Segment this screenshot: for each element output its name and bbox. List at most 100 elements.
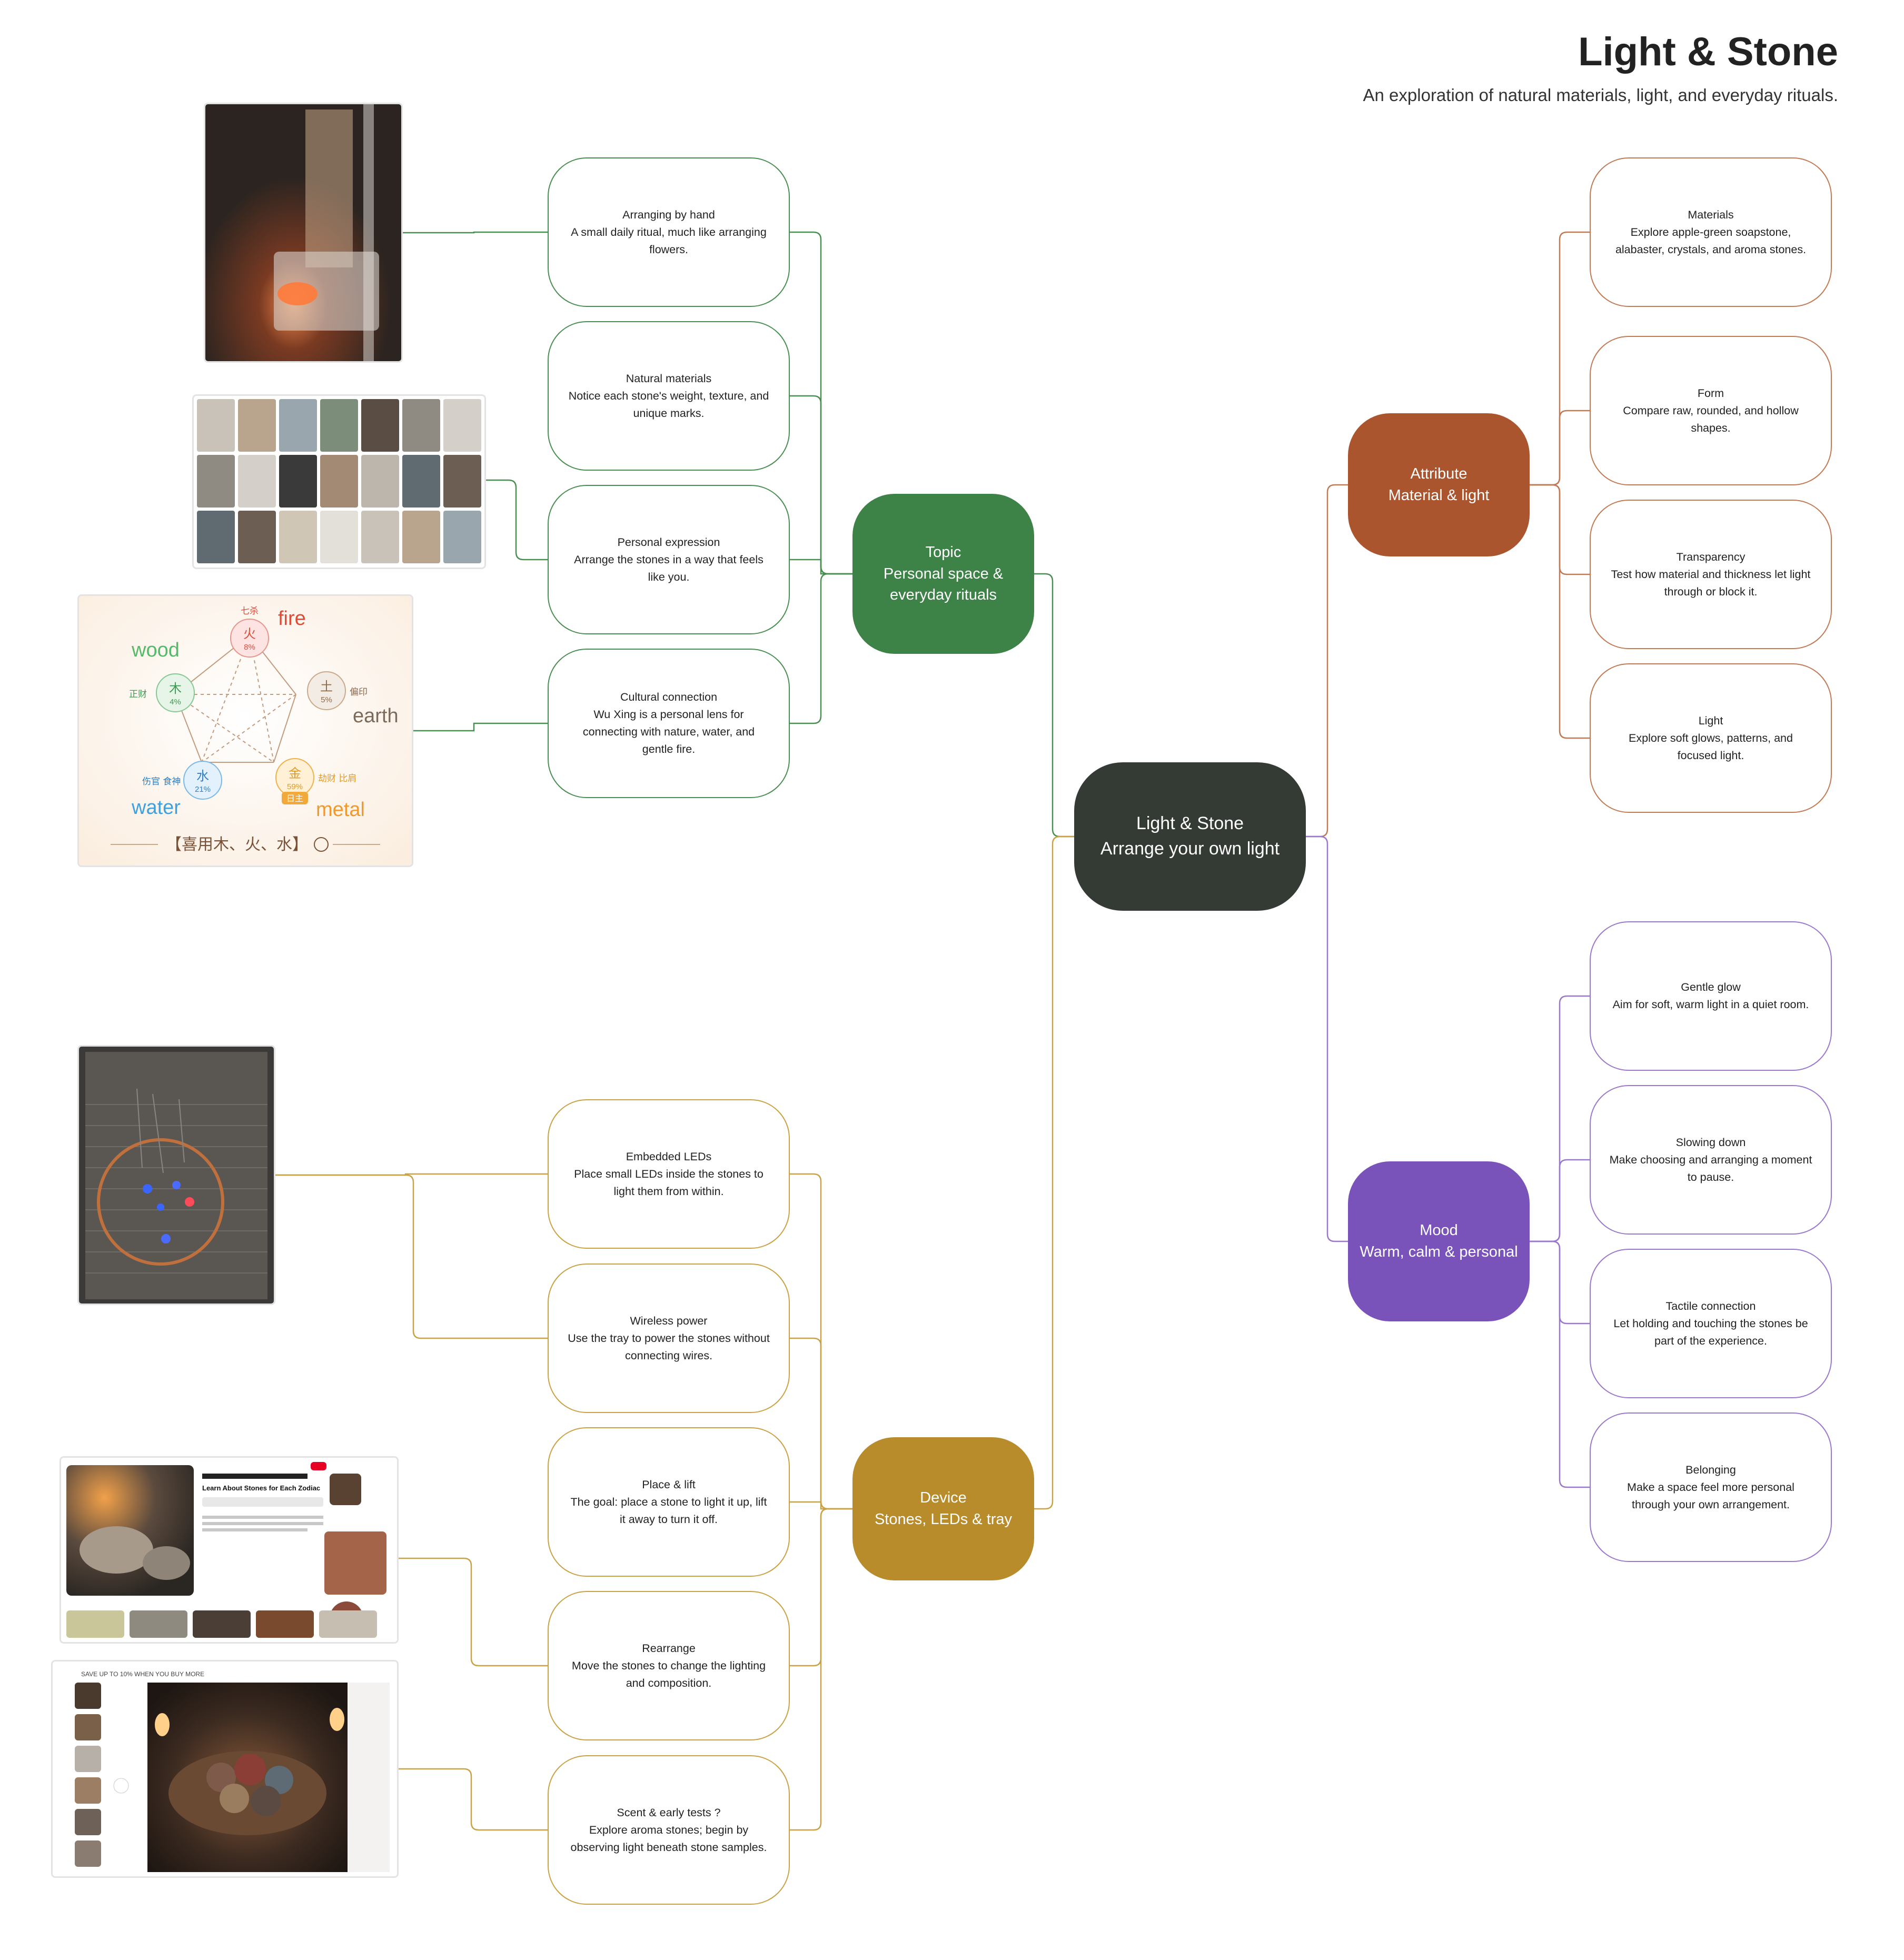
leaf-rearrange[interactable]: Rearrange Move the stones to change the …	[548, 1591, 790, 1740]
water-side: 伤官 食神	[142, 777, 181, 787]
collage-thumbnail	[197, 455, 235, 508]
leaf-personal-expression[interactable]: Personal expression Arrange the stones i…	[548, 485, 790, 634]
leaf-description: Explore aroma stones; begin by observing…	[570, 1823, 767, 1854]
leaf-title: Cultural connection	[620, 691, 718, 703]
stone-stacks-collage[interactable]	[192, 394, 486, 569]
leaf-title: Embedded LEDs	[626, 1150, 712, 1163]
leaf-cultural-connection[interactable]: Cultural connection Wu Xing is a persona…	[548, 649, 790, 798]
leaf-description: Use the tray to power the stones without…	[568, 1331, 770, 1362]
earth-zh: 土	[320, 679, 333, 694]
connector-attribute-leaf-1	[1530, 410, 1590, 486]
branch-device-title: Device	[920, 1489, 967, 1507]
fire-pct: 8%	[244, 643, 255, 652]
connector-topic-leaf-3	[790, 573, 852, 724]
element-wood: 木 4% 正财 wood	[129, 639, 195, 712]
leaf-description: Explore soft glows, patterns, and focuse…	[1629, 731, 1793, 762]
connector-topic-leaf-1	[790, 395, 852, 575]
leaf-title: Slowing down	[1675, 1136, 1746, 1149]
element-metal: 金 59% 日主 劫财 比肩 metal	[275, 758, 365, 821]
water-en: water	[131, 797, 181, 819]
leaf-gentle-glow[interactable]: Gentle glow Aim for soft, warm light in …	[1590, 921, 1832, 1071]
branch-attribute-title: Attribute	[1410, 465, 1467, 483]
collage-thumbnail	[238, 399, 276, 452]
wood-zh: 木	[169, 681, 182, 696]
branch-device-subtitle: Stones, LEDs & tray	[874, 1511, 1013, 1528]
leaf-title: Form	[1697, 386, 1724, 400]
leaf-embedded-leds[interactable]: Embedded LEDs Place small LEDs inside th…	[548, 1099, 790, 1249]
wu-xing-chart-image[interactable]: 火 8% 七杀 fire 土 5% 偏印 earth 金 59% 日主 劫财 比…	[77, 594, 413, 867]
earth-side: 偏印	[350, 687, 368, 698]
leaf-light[interactable]: Light Explore soft glows, patterns, and …	[1590, 663, 1832, 813]
collage-thumbnail	[443, 511, 481, 563]
metal-zh: 金	[289, 766, 301, 781]
leaf-description: Test how material and thickness let ligh…	[1611, 568, 1811, 598]
element-water: 水 21% 伤官 食神 water	[131, 761, 222, 819]
leaf-wireless-power[interactable]: Wireless power Use the tray to power the…	[548, 1263, 790, 1413]
central-node[interactable]: Light & Stone Arrange your own light	[1074, 762, 1306, 911]
connector-attribute-leaf-3	[1530, 484, 1590, 739]
leaf-slowing-down[interactable]: Slowing down Make choosing and arranging…	[1590, 1085, 1832, 1235]
connector-center-topic	[852, 573, 1074, 838]
leaf-title: Belonging	[1685, 1463, 1736, 1476]
leaf-title: Natural materials	[626, 372, 712, 385]
collage-thumbnail	[443, 399, 481, 452]
leaf-title: Tactile connection	[1665, 1299, 1756, 1312]
branch-mood-title: Mood	[1420, 1222, 1458, 1239]
leaf-natural-materials[interactable]: Natural materials Notice each stone's we…	[548, 321, 790, 471]
leaf-place-and-lift[interactable]: Place & lift The goal: place a stone to …	[548, 1427, 790, 1577]
leaf-description: Move the stones to change the lighting a…	[571, 1659, 766, 1689]
leaf-description: Explore apple-green soapstone, alabaster…	[1615, 225, 1807, 256]
leaf-scent-and-early-tests[interactable]: Scent & early tests ? Explore aroma ston…	[548, 1755, 790, 1905]
leaf-arranging-by-hand[interactable]: Arranging by hand A small daily ritual, …	[548, 157, 790, 307]
earth-pct: 5%	[321, 695, 332, 704]
branch-topic-subtitle: Personal space & everyday rituals	[883, 565, 1004, 604]
connector-image-candle	[403, 231, 548, 234]
metal-en: metal	[316, 799, 365, 821]
leaf-transparency[interactable]: Transparency Test how material and thick…	[1590, 500, 1832, 649]
leaf-description: Compare raw, rounded, and hollow shapes.	[1623, 404, 1799, 434]
connector-image-aroma	[399, 1768, 548, 1831]
wood-pct: 4%	[170, 698, 181, 707]
aroma-stones-shop-image[interactable]: SAVE UP TO 10% WHEN YOU BUY MORE	[51, 1660, 399, 1878]
leaf-tactile-connection[interactable]: Tactile connection Let holding and touch…	[1590, 1249, 1832, 1398]
leaf-description: Notice each stone's weight, texture, and…	[568, 389, 769, 420]
collage-thumbnail	[361, 455, 399, 508]
connector-image-zodiac	[399, 1557, 548, 1667]
zodiac-stones-screenshot[interactable]: Learn About Stones for Each Zodiac	[60, 1456, 399, 1644]
branch-attribute[interactable]: Attribute Material & light	[1348, 413, 1530, 556]
branch-mood[interactable]: Mood Warm, calm & personal	[1348, 1161, 1530, 1321]
leaf-description: Aim for soft, warm light in a quiet room…	[1612, 998, 1809, 1011]
branch-topic[interactable]: Topic Personal space & everyday rituals	[852, 494, 1034, 654]
metal-pct: 59%	[287, 782, 303, 791]
leaf-title: Wireless power	[630, 1314, 708, 1327]
leaf-belonging[interactable]: Belonging Make a space feel more persona…	[1590, 1412, 1832, 1562]
collage-thumbnail	[197, 511, 235, 563]
leaf-form[interactable]: Form Compare raw, rounded, and hollow sh…	[1590, 336, 1832, 485]
leaf-description: Place small LEDs inside the stones to li…	[574, 1167, 763, 1198]
earth-en: earth	[353, 705, 399, 727]
connector-image-wuxing	[413, 722, 548, 732]
aroma-promo: SAVE UP TO 10% WHEN YOU BUY MORE	[81, 1670, 204, 1678]
connector-mood-leaf-1	[1530, 1159, 1590, 1242]
wood-side: 正财	[129, 689, 147, 700]
led-sketch-photo[interactable]	[77, 1045, 275, 1305]
leaf-title: Arranging by hand	[622, 208, 715, 221]
collage-thumbnail	[443, 455, 481, 508]
branch-attribute-subtitle: Material & light	[1388, 487, 1490, 504]
collage-thumbnail	[197, 399, 235, 452]
water-pct: 21%	[195, 785, 211, 794]
branch-device[interactable]: Device Stones, LEDs & tray	[852, 1437, 1034, 1580]
leaf-materials[interactable]: Materials Explore apple-green soapstone,…	[1590, 157, 1832, 307]
collage-thumbnail	[279, 455, 317, 508]
leaf-title: Scent & early tests ?	[617, 1806, 721, 1819]
leaf-description: The goal: place a stone to light it up, …	[570, 1495, 767, 1526]
candle-photo[interactable]	[204, 103, 403, 363]
connector-device-leaf-2	[790, 1501, 852, 1510]
central-subtitle: Arrange your own light	[1100, 839, 1280, 859]
leaf-title: Transparency	[1676, 550, 1746, 563]
collage-thumbnail	[238, 511, 276, 563]
leaf-description: Arrange the stones in a way that feels l…	[574, 553, 763, 583]
collage-thumbnail	[402, 511, 440, 563]
